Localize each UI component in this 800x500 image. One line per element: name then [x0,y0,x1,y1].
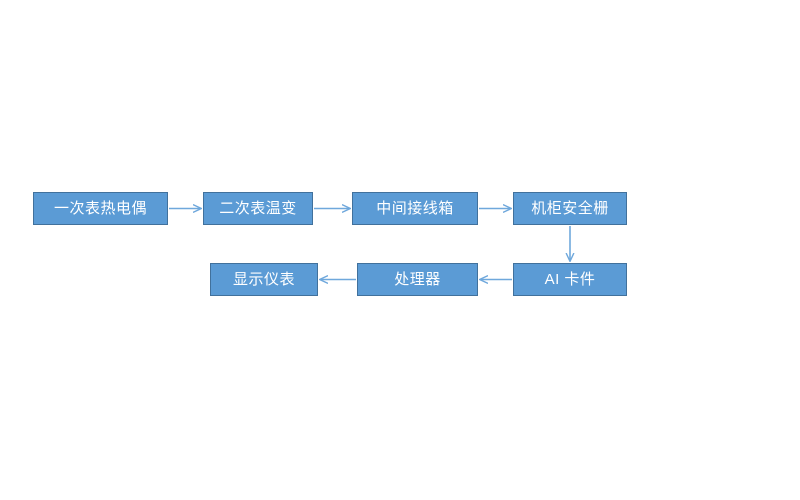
node-label: 处理器 [394,271,441,288]
node-label: 机柜安全栅 [531,200,609,217]
node-processor[interactable]: 处理器 [357,263,478,296]
node-label: AI 卡件 [544,271,596,288]
node-label: 中间接线箱 [376,200,454,217]
node-ai-card[interactable]: AI 卡件 [513,263,627,296]
node-label: 一次表热电偶 [53,200,147,217]
node-primary-thermocouple[interactable]: 一次表热电偶 [33,192,168,225]
node-secondary-transmitter[interactable]: 二次表温变 [203,192,313,225]
node-cabinet-safety-barrier[interactable]: 机柜安全栅 [513,192,627,225]
node-label: 二次表温变 [219,200,297,217]
node-display-instrument[interactable]: 显示仪表 [210,263,318,296]
node-label: 显示仪表 [232,271,295,288]
node-junction-box[interactable]: 中间接线箱 [352,192,478,225]
